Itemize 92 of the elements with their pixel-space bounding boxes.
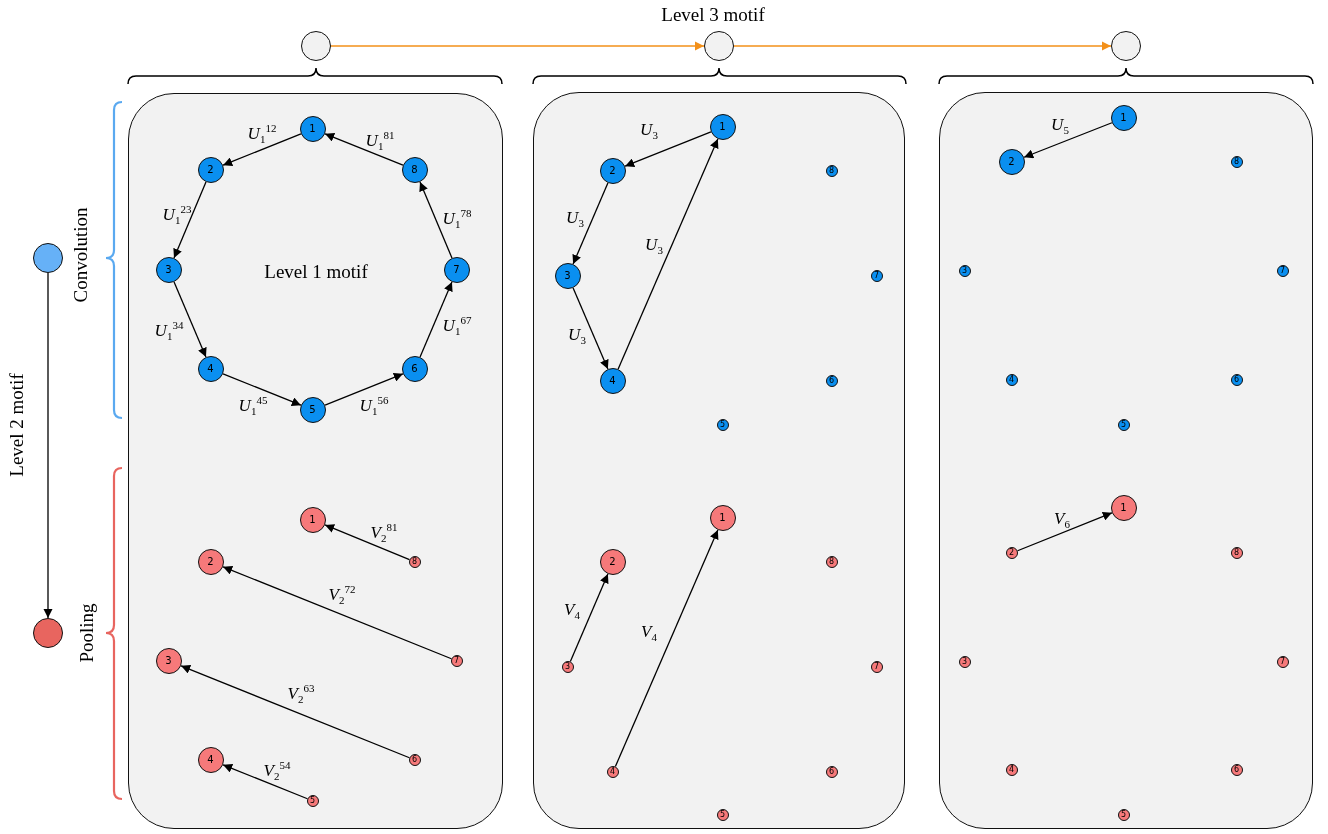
graph-node: 3 (561, 660, 574, 673)
graph-node: 4 (1005, 763, 1018, 776)
edge-label: V$_{6}$ (1054, 509, 1070, 531)
graph-node: 1 (1110, 104, 1137, 131)
graph-node: 2 (998, 148, 1025, 175)
graph-node: 4 (197, 355, 224, 382)
arrow (733, 41, 1112, 51)
graph-node: 8 (408, 555, 421, 568)
graph-node: 1 (709, 504, 736, 531)
graph-node: 5 (716, 808, 729, 821)
graph-node: 8 (825, 164, 838, 177)
graph-node: 7 (870, 660, 883, 673)
arrow (419, 281, 453, 358)
rounded-panel (128, 93, 503, 829)
graph-node: 1 (709, 113, 736, 140)
graph-node: 6 (408, 753, 421, 766)
edge-label: U$_{3}$ (568, 325, 586, 347)
graph-node: 8 (825, 555, 838, 568)
arrow (324, 133, 404, 166)
motif-circle (301, 31, 331, 61)
graph-node: 7 (870, 269, 883, 282)
graph-node: 5 (716, 418, 729, 431)
arrow (324, 373, 404, 406)
graph-node: 2 (599, 157, 626, 184)
section-label: Pooling (76, 603, 96, 663)
arrow (324, 524, 411, 561)
arrow (222, 133, 302, 166)
graph-node: 3 (155, 256, 182, 283)
graph-node: 2 (1005, 546, 1018, 559)
arrow (572, 182, 609, 265)
graph-node: 7 (1276, 655, 1289, 668)
graph-node: 8 (1230, 155, 1243, 168)
graph-node: 7 (443, 256, 470, 283)
rounded-panel (533, 92, 905, 829)
graph-node: 7 (1276, 264, 1289, 277)
graph-node: 1 (299, 115, 326, 142)
edge-label: U$_{5}$ (1051, 115, 1069, 137)
graph-node: 3 (958, 655, 971, 668)
graph-node: 1 (299, 506, 326, 533)
edge-label: V$_{4}$ (641, 622, 657, 644)
arrow (624, 131, 712, 167)
arrow (222, 764, 309, 800)
arrow (569, 573, 609, 663)
graph-node: 5 (299, 396, 326, 423)
arrow (173, 181, 207, 259)
graph-node: 5 (1117, 808, 1130, 821)
pooling-circle (33, 618, 63, 648)
graph-node: 2 (599, 548, 626, 575)
graph-node: 5 (1117, 418, 1130, 431)
edge-label: U$_{3}$ (645, 235, 663, 257)
graph-node: 4 (606, 765, 619, 778)
graph-node: 6 (825, 765, 838, 778)
edge-label: V$_{4}$ (564, 600, 580, 622)
arrow (1023, 122, 1113, 159)
arrow (572, 287, 609, 370)
graph-node: 3 (155, 647, 182, 674)
arrow (43, 272, 53, 619)
graph-node: 6 (825, 374, 838, 387)
arrow (614, 529, 719, 768)
motif-circle (1111, 31, 1141, 61)
graph-node: 3 (958, 264, 971, 277)
arrow (222, 373, 302, 406)
graph-node: 2 (197, 156, 224, 183)
graph-node: 6 (401, 355, 428, 382)
graph-node: 5 (306, 794, 319, 807)
level-heading: Level 2 motif (6, 373, 26, 477)
edge-label: U$_{3}$ (566, 208, 584, 230)
graph-node: 6 (1230, 373, 1243, 386)
arrow (330, 41, 705, 51)
arrow (222, 566, 453, 660)
arrow (617, 138, 719, 370)
arrow (180, 665, 411, 759)
arrow (173, 281, 207, 358)
graph-node: 4 (1005, 373, 1018, 386)
convolution-circle (33, 243, 63, 273)
motif-label: Level 1 motif (264, 261, 368, 281)
graph-node: 8 (401, 156, 428, 183)
arrow (419, 181, 453, 259)
edge-label: U$_{3}$ (640, 120, 658, 142)
section-label: Convolution (70, 207, 90, 303)
graph-node: 8 (1230, 546, 1243, 559)
motif-circle (704, 31, 734, 61)
level-heading: Level 3 motif (661, 4, 765, 24)
graph-node: 1 (1110, 494, 1137, 521)
rounded-panel (939, 92, 1313, 829)
graph-node: 2 (197, 548, 224, 575)
graph-node: 6 (1230, 763, 1243, 776)
arrow (1016, 512, 1113, 552)
graph-node: 4 (599, 367, 626, 394)
graph-node: 3 (554, 262, 581, 289)
graph-node: 7 (450, 654, 463, 667)
graph-node: 4 (197, 746, 224, 773)
